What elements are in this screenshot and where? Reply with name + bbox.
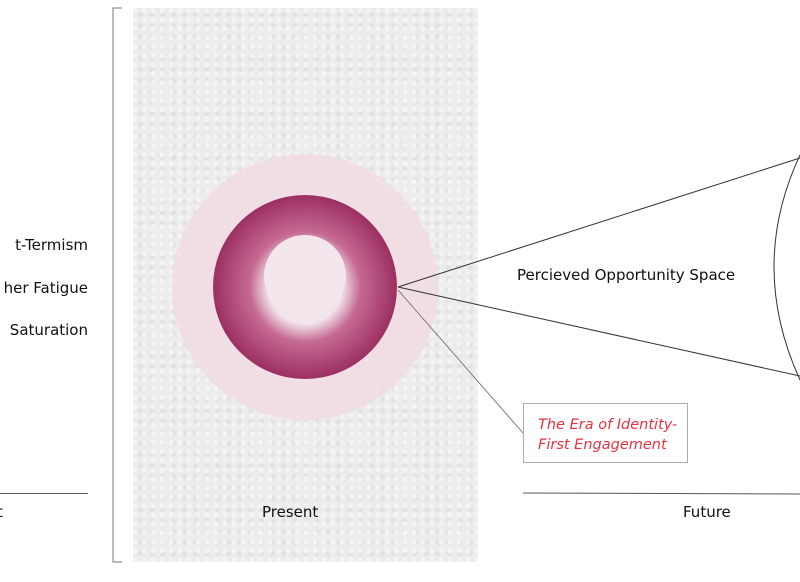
future-axis-line bbox=[522, 492, 800, 495]
cone-lower-line bbox=[397, 286, 800, 377]
core-circle bbox=[264, 235, 346, 317]
left-label-fatigue: her Fatigue bbox=[3, 279, 88, 297]
bracket bbox=[112, 7, 122, 563]
present-label: Present bbox=[262, 503, 319, 521]
cone-arc bbox=[773, 154, 800, 381]
left-axis-line bbox=[0, 493, 88, 494]
callout-box: The Era of Identity- First Engagement bbox=[523, 403, 688, 463]
left-label-short-termism: t-Termism bbox=[15, 236, 88, 254]
cone-upper-line bbox=[397, 157, 800, 288]
callout-line-2: First Engagement bbox=[538, 437, 667, 453]
callout-line-1: The Era of Identity- bbox=[538, 417, 678, 433]
future-label: Future bbox=[683, 503, 731, 521]
left-axis-label: t bbox=[0, 503, 3, 521]
callout-leader bbox=[397, 289, 524, 434]
left-label-saturation: Saturation bbox=[9, 321, 88, 339]
opportunity-space-label: Percieved Opportunity Space bbox=[517, 266, 736, 284]
